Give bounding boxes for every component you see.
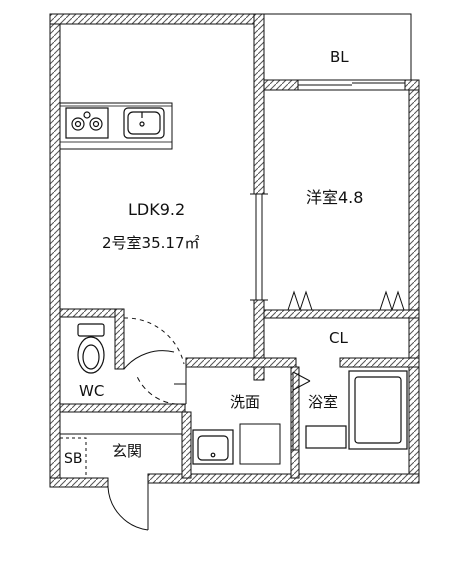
- wall-balcony-bottom-left: [263, 79, 299, 91]
- wall-western-closet: [263, 309, 420, 319]
- wall-wash-bath-lower: [290, 449, 300, 479]
- wall-entrance-right: [181, 411, 192, 479]
- wall-top: [49, 13, 265, 25]
- stove: [65, 107, 109, 139]
- wall-bottom-left: [49, 477, 109, 488]
- wall-closet-bath-right: [339, 357, 420, 368]
- wall-ldk-right-upper: [253, 13, 265, 195]
- washroom-sink: [192, 429, 234, 465]
- wall-toilet-right: [114, 308, 125, 370]
- wall-right: [408, 79, 420, 481]
- room-label-bathroom: 浴室: [308, 393, 339, 411]
- shoe-box: [59, 437, 87, 479]
- wall-wash-bath: [290, 366, 300, 451]
- wall-bottom-right: [147, 473, 420, 484]
- hall-door: [135, 358, 187, 405]
- washing-machine-space: [239, 423, 281, 465]
- wall-left: [49, 13, 61, 487]
- balcony-window: [297, 79, 406, 91]
- wall-toilet-top: [59, 308, 125, 318]
- walls: [49, 13, 420, 488]
- bath-door: [292, 371, 311, 450]
- room-label-western: 洋室4.8: [306, 188, 364, 207]
- room-label-toilet: WC: [79, 382, 105, 400]
- bathtub: [305, 370, 408, 450]
- room-label-balcony: BL: [330, 48, 349, 66]
- room-label-washroom: 洗面: [230, 393, 261, 411]
- toilet-door: [123, 317, 185, 370]
- wall-balcony-bottom-right: [404, 79, 420, 91]
- sliding-door-ldk-western: [250, 193, 268, 301]
- toilet: [77, 323, 105, 374]
- room-label-closet: CL: [329, 329, 348, 347]
- wall-toilet-bottom: [59, 403, 186, 413]
- kitchen-sink: [123, 107, 165, 139]
- kitchen-counter: [59, 102, 173, 150]
- entrance-door: [107, 478, 149, 531]
- room-label-shoe-box: SB: [64, 451, 83, 467]
- wall-closet-bath: [185, 357, 297, 368]
- room-label-entrance: 玄関: [112, 442, 143, 460]
- wall-ldk-right-lower: [253, 299, 265, 381]
- balcony-outline: [263, 13, 412, 81]
- closet-doors: [287, 290, 405, 311]
- unit-area-label: 2号室35.17㎡: [102, 234, 200, 252]
- room-label-ldk: LDK9.2: [128, 200, 186, 219]
